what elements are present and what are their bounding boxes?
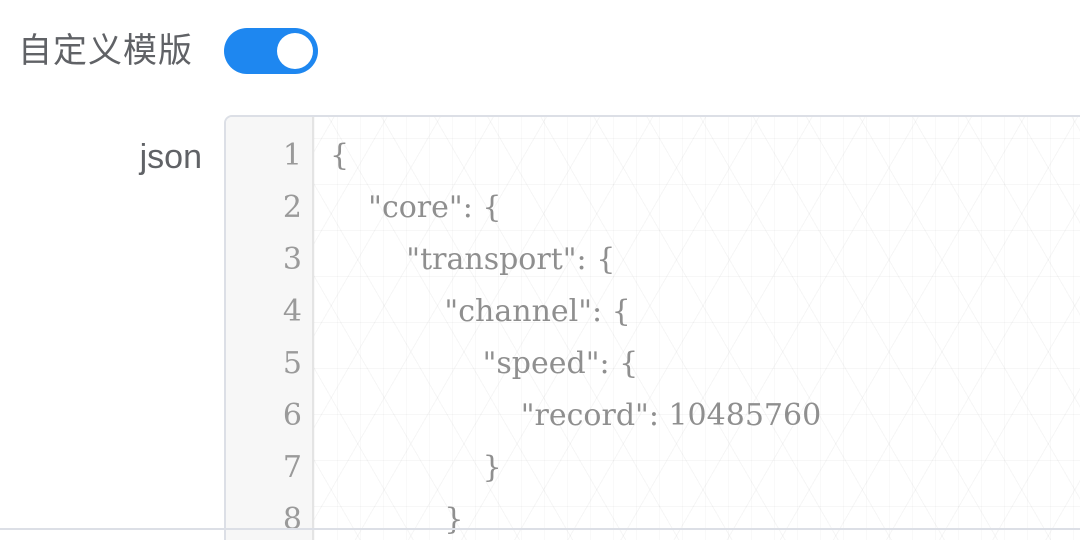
line-number: 4: [282, 294, 302, 329]
line-number: 7: [282, 450, 302, 485]
line-number: 3: [282, 242, 302, 277]
code-line[interactable]: "record": 10485760: [330, 398, 822, 433]
code-line[interactable]: }: [330, 502, 464, 537]
line-number: 1: [282, 138, 302, 173]
code-line[interactable]: "core": {: [330, 190, 502, 225]
bottom-divider: [0, 528, 1080, 530]
line-number-gutter: 1 2 3 4 5 6 7 8: [226, 117, 314, 540]
json-editor[interactable]: 1 2 3 4 5 6 7 8 { "core": { "transport":…: [224, 115, 1080, 540]
json-label: json: [139, 138, 202, 176]
code-line[interactable]: }: [330, 450, 502, 485]
code-line[interactable]: "channel": {: [330, 294, 631, 329]
custom-template-toggle[interactable]: [224, 28, 318, 74]
line-number: 6: [282, 398, 302, 433]
line-number: 2: [282, 190, 302, 225]
code-line[interactable]: {: [330, 138, 350, 173]
code-area[interactable]: { "core": { "transport": { "channel": { …: [314, 117, 1080, 540]
code-line[interactable]: "transport": {: [330, 242, 616, 277]
code-line[interactable]: "speed": {: [330, 346, 639, 381]
custom-template-label: 自定义模版: [18, 31, 193, 71]
line-number: 5: [282, 346, 302, 381]
line-number: 8: [282, 502, 302, 537]
toggle-knob: [277, 33, 313, 69]
